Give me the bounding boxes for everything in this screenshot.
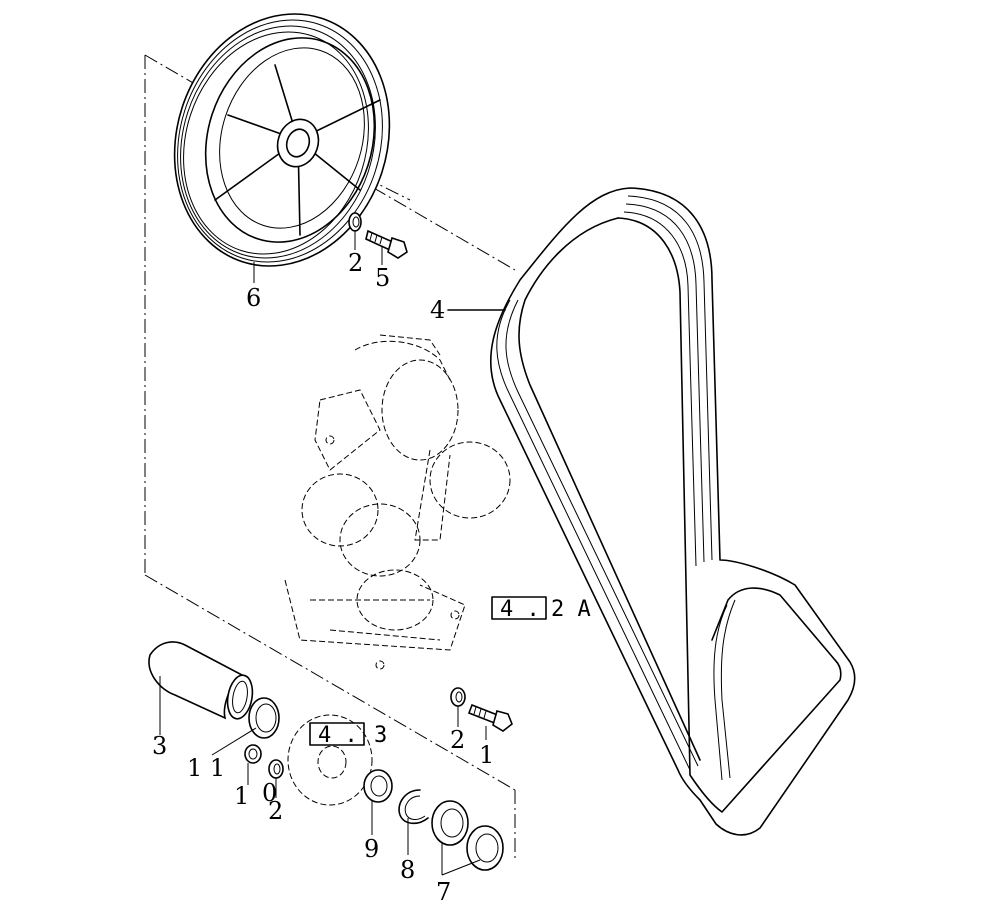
callout-2-low: 2 [268,797,283,825]
callout-10: 0 [262,779,277,807]
callout-8: 8 [400,856,415,884]
top-bolt [365,229,408,259]
callout-2-right: 2 [450,726,465,754]
callout-11-seal: 1 1 [187,754,225,782]
seal-11 [248,697,280,739]
small-washer-10 [268,759,284,779]
hub-plate-ghost [287,714,373,806]
small-nut [244,744,262,764]
pulley [173,13,391,267]
top-washer [348,212,362,232]
drive-belt [489,187,856,836]
reference-4-3-box-text: 4 . [318,723,358,748]
engine-assembly-ghost [284,334,511,670]
callout-7: 7 [436,878,451,906]
bearing-7a [431,800,469,846]
reference-4-2a-suffix: 2 A [551,597,591,622]
reference-4-2a[interactable]: 4 . 2 A [491,596,591,622]
reference-4-3-suffix: 3 [374,723,387,748]
callout-5: 5 [375,264,390,292]
callout-3: 3 [152,732,167,760]
callout-labels: 6 2 5 4 3 1 1 1 0 2 2 1 9 8 7 [152,249,494,906]
right-bolt [467,703,513,732]
leader-lines [159,230,506,876]
right-washer [450,687,466,707]
circlip-8 [398,789,429,825]
callout-1-nut: 1 [234,782,249,810]
callout-4: 4 [430,296,445,324]
sleeve [148,641,254,720]
callout-1-bolt: 1 [479,741,494,769]
reference-4-2a-box-text: 4 . [500,597,540,622]
reference-4-3[interactable]: 4 . 3 [309,722,387,748]
callout-2-top: 2 [348,249,363,277]
callout-6: 6 [246,284,261,312]
bearing-7b [466,825,504,871]
spacer-9 [363,769,393,803]
callout-9: 9 [364,835,379,863]
